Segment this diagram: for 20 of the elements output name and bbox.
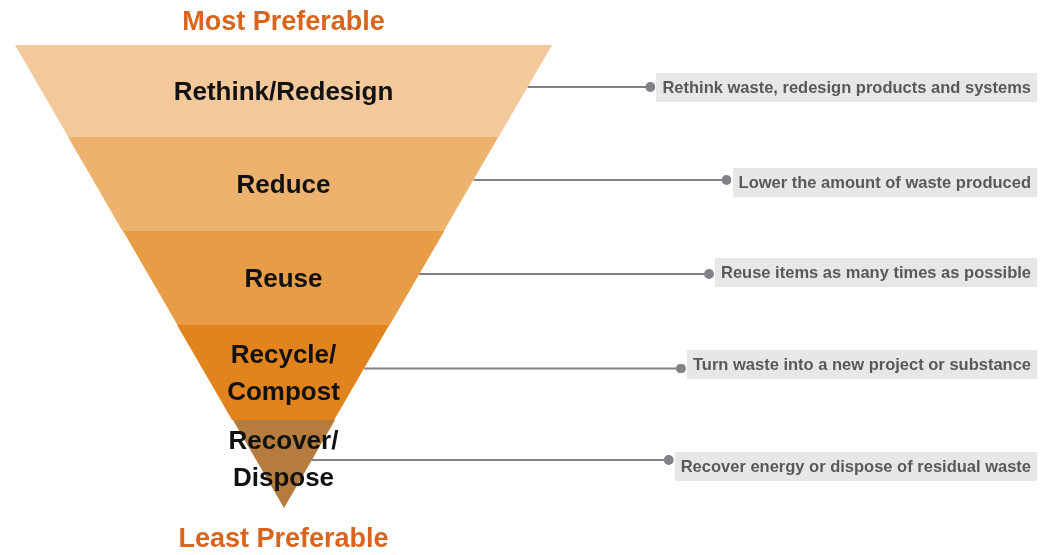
level-label: Recycle/ Compost [226, 337, 341, 408]
leader-line [311, 455, 674, 465]
pyramid-band [68, 137, 499, 231]
description-label: Recover energy or dispose of residual waste [674, 452, 1037, 481]
description-label: Rethink waste, redesign products and systems [656, 73, 1037, 102]
level-label: Rethink/Redesign [173, 74, 394, 108]
leader-line [364, 363, 686, 374]
pyramid-band [122, 231, 445, 325]
level-label: Reduce [236, 167, 331, 201]
level-label: Reuse [244, 261, 323, 295]
pyramid-band [177, 325, 390, 420]
preference-heading: Least Preferable [177, 523, 390, 554]
leader-line [473, 175, 732, 185]
description-label: Reuse items as many times as possible [715, 258, 1037, 287]
preference-heading: Most Preferable [181, 6, 386, 37]
leader-line [419, 269, 714, 279]
description-label: Turn waste into a new project or substance [687, 350, 1037, 379]
description-label: Lower the amount of waste produced [732, 168, 1037, 197]
pyramid-band [15, 45, 552, 137]
leader-line [527, 82, 656, 92]
